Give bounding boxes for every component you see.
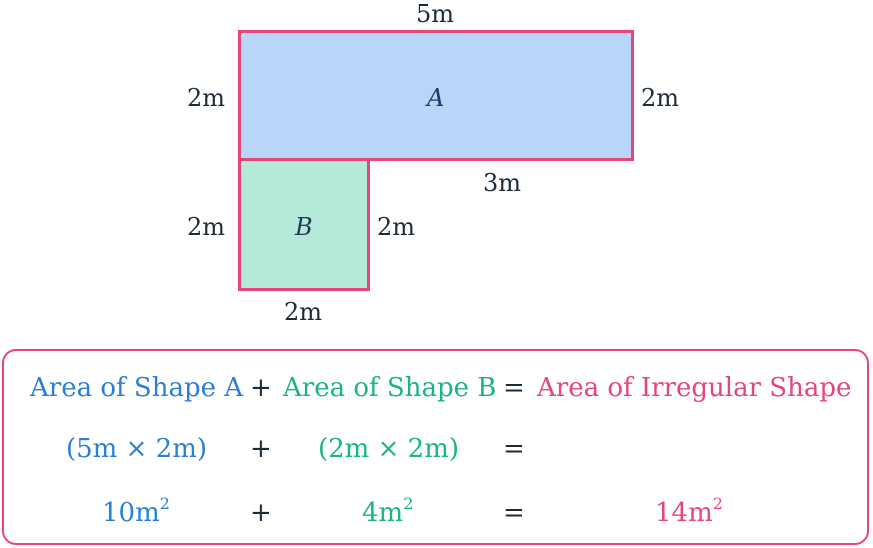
row3-shape-b-area: 4m2 (362, 494, 414, 528)
shape-b-label: B (295, 213, 313, 241)
row3-shape-a-exponent: 2 (159, 494, 170, 513)
shape-b-right-dimension: 2m (377, 213, 416, 241)
shape-b-rectangle (238, 158, 370, 291)
shape-b-bottom-dimension: 2m (284, 298, 323, 326)
row2-equals: = (503, 434, 525, 464)
row1-equals: = (503, 373, 525, 403)
shape-a-label: A (427, 84, 445, 112)
shape-a-right-dimension: 2m (641, 84, 680, 112)
row3-plus: + (250, 498, 272, 528)
row1-area-irregular-shape: Area of Irregular Shape (537, 373, 852, 403)
row3-result-exponent: 2 (712, 494, 723, 513)
shape-a-bottom-dimension: 3m (483, 169, 522, 197)
row1-plus: + (250, 373, 272, 403)
row3-equals: = (503, 498, 525, 528)
shape-a-top-dimension: 5m (416, 0, 455, 28)
row3-irregular-shape-area: 14m2 (655, 494, 723, 528)
row1-area-shape-a: Area of Shape A (30, 373, 244, 403)
row3-shape-a-area: 10m2 (102, 494, 170, 528)
shape-a-rectangle (238, 30, 634, 161)
row1-area-shape-b: Area of Shape B (283, 373, 497, 403)
shape-b-left-dimension: 2m (187, 213, 226, 241)
shape-a-left-dimension: 2m (187, 84, 226, 112)
row2-shape-a-calculation: (5m × 2m) (66, 434, 207, 464)
row3-shape-b-exponent: 2 (403, 494, 414, 513)
row2-shape-b-calculation: (2m × 2m) (318, 434, 459, 464)
row2-plus: + (250, 434, 272, 464)
equation-box (2, 349, 869, 545)
